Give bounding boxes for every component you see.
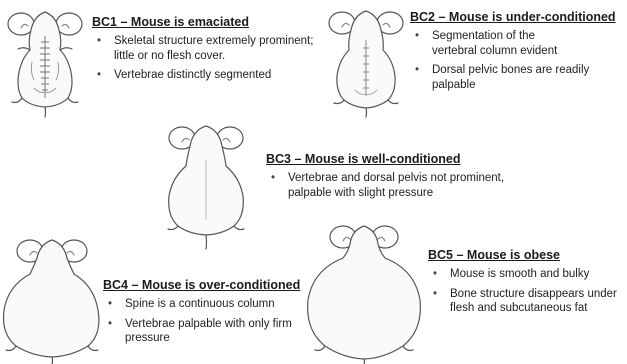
bc3-heading: BC3 – Mouse is well-conditioned (266, 152, 516, 167)
bc4-mouse-illustration (0, 236, 102, 364)
bc2-description: BC2 – Mouse is under-conditioned Segment… (410, 10, 625, 97)
bc1-heading: BC1 – Mouse is emaciated (92, 15, 327, 30)
bc4-bullet-1: Spine is a continuous column (103, 297, 318, 312)
bc4-description: BC4 – Mouse is over-conditioned Spine is… (103, 278, 318, 351)
bc1-description: BC1 – Mouse is emaciated Skeletal struct… (92, 15, 327, 88)
bc4-bullet-list: Spine is a continuous column Vertebrae p… (103, 297, 318, 346)
bc1-bullet-list: Skeletal structure extremely prominent; … (92, 34, 327, 83)
bc2-heading: BC2 – Mouse is under-conditioned (410, 10, 625, 25)
bc3-bullet-1: Vertebrae and dorsal pelvis not prominen… (266, 171, 508, 200)
bc5-heading: BC5 – Mouse is obese (428, 248, 623, 263)
bc2-mouse-illustration (325, 6, 407, 118)
bc5-description: BC5 – Mouse is obese Mouse is smooth and… (428, 248, 623, 321)
bc1-mouse-illustration (4, 6, 86, 118)
bc2-bullet-1: Segmentation of the vertebral column evi… (410, 29, 582, 58)
bc5-bullet-2: Bone structure disappears under flesh an… (428, 287, 627, 316)
bc4-heading: BC4 – Mouse is over-conditioned (103, 278, 318, 293)
bc5-bullet-1: Mouse is smooth and bulky (428, 267, 623, 282)
bc1-bullet-1: Skeletal structure extremely prominent; … (92, 34, 314, 63)
bc3-description: BC3 – Mouse is well-conditioned Vertebra… (266, 152, 516, 205)
bc4-bullet-2: Vertebrae palpable with only firm pressu… (103, 317, 325, 346)
bc3-bullet-list: Vertebrae and dorsal pelvis not prominen… (266, 171, 516, 200)
bc2-bullet-list: Segmentation of the vertebral column evi… (410, 29, 625, 92)
bc3-mouse-illustration (160, 120, 252, 250)
bc2-bullet-2: Dorsal pelvic bones are readily palpable (410, 63, 607, 92)
bc5-bullet-list: Mouse is smooth and bulky Bone structure… (428, 267, 623, 316)
bc1-bullet-2: Vertebrae distinctly segmented (92, 68, 327, 83)
